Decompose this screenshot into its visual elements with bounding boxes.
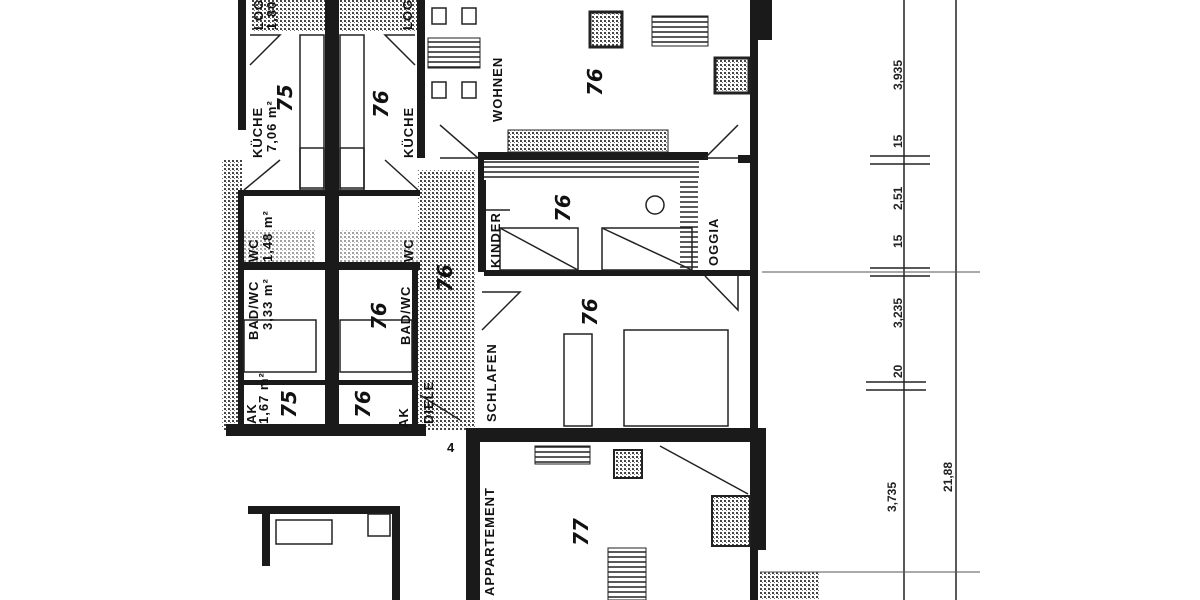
bad-left-label: BAD/WC (246, 281, 261, 340)
dimension-label: 2,51 (891, 186, 905, 210)
wc-right-label: WC (401, 238, 416, 262)
dimension-label: 3,735 (885, 482, 899, 512)
bad-left-area: 3,33 m² (260, 278, 275, 330)
dimension-label: 3,235 (891, 298, 905, 328)
loggia-left-label: LOGG (251, 0, 266, 30)
wc-left-area: 1,48 m² (260, 210, 275, 262)
loggia-label: OGGIA (706, 218, 721, 266)
kueche-right-number: 76 (369, 90, 393, 118)
marker-label: 4 (447, 440, 455, 455)
bad-right-label: BAD/WC (398, 286, 413, 345)
loggia-left-area: 1,80 (264, 1, 279, 30)
kueche-right-label: KÜCHE (401, 107, 416, 158)
door-swings (243, 34, 749, 495)
bad-right-number: 76 (367, 302, 391, 330)
ak-right-label: AK (396, 407, 411, 428)
dimension-label: 15 (891, 134, 905, 148)
diele-number: 76 (433, 264, 457, 292)
walls (226, 0, 772, 600)
kueche-left-number: 75 (273, 84, 297, 112)
dimension-label: 15 (891, 234, 905, 248)
dimension-labels: 3,935 15 2,51 15 3,235 20 3,735 21,88 (885, 60, 955, 512)
loggia-right-label: LOGG (400, 0, 415, 30)
loggia-right-floor (340, 0, 418, 32)
ak-left-label: AK (244, 403, 259, 424)
furniture (243, 7, 751, 600)
kueche-left-area: 7,06 m² (264, 100, 279, 152)
ak-left-area: 1,67 m² (256, 372, 271, 424)
ak-left-number: 75 (277, 390, 301, 418)
schlafen-label: SCHLAFEN (484, 343, 499, 422)
loggia-bottom-hatch (760, 572, 820, 600)
schlafen-number: 76 (578, 298, 602, 326)
kueche-left-label: KÜCHE (250, 107, 265, 158)
wohnen-label: WOHNEN (490, 57, 505, 122)
loggia-left-floor (252, 0, 326, 32)
diele-label: DIELE (421, 381, 436, 424)
kinder-number: 76 (551, 194, 575, 222)
kinder-label: KINDER (488, 212, 503, 268)
appartement-number: 77 (569, 518, 593, 546)
room-labels: LOGG 1,80 KÜCHE 7,06 m² 75 76 KÜCHE LOGG… (244, 0, 721, 596)
appartement-label: APPARTEMENT (482, 487, 497, 596)
wc-left-label: WC (246, 238, 261, 262)
diele-hatch (418, 170, 476, 430)
wohnen-number: 76 (583, 68, 607, 96)
corridor-left-hatch (222, 160, 242, 430)
dimension-label: 3,935 (891, 60, 905, 90)
ak-right-number: 76 (351, 390, 375, 418)
total-dimension-label: 21,88 (941, 462, 955, 492)
dimension-lines (760, 0, 980, 600)
dimension-label: 20 (891, 364, 905, 378)
